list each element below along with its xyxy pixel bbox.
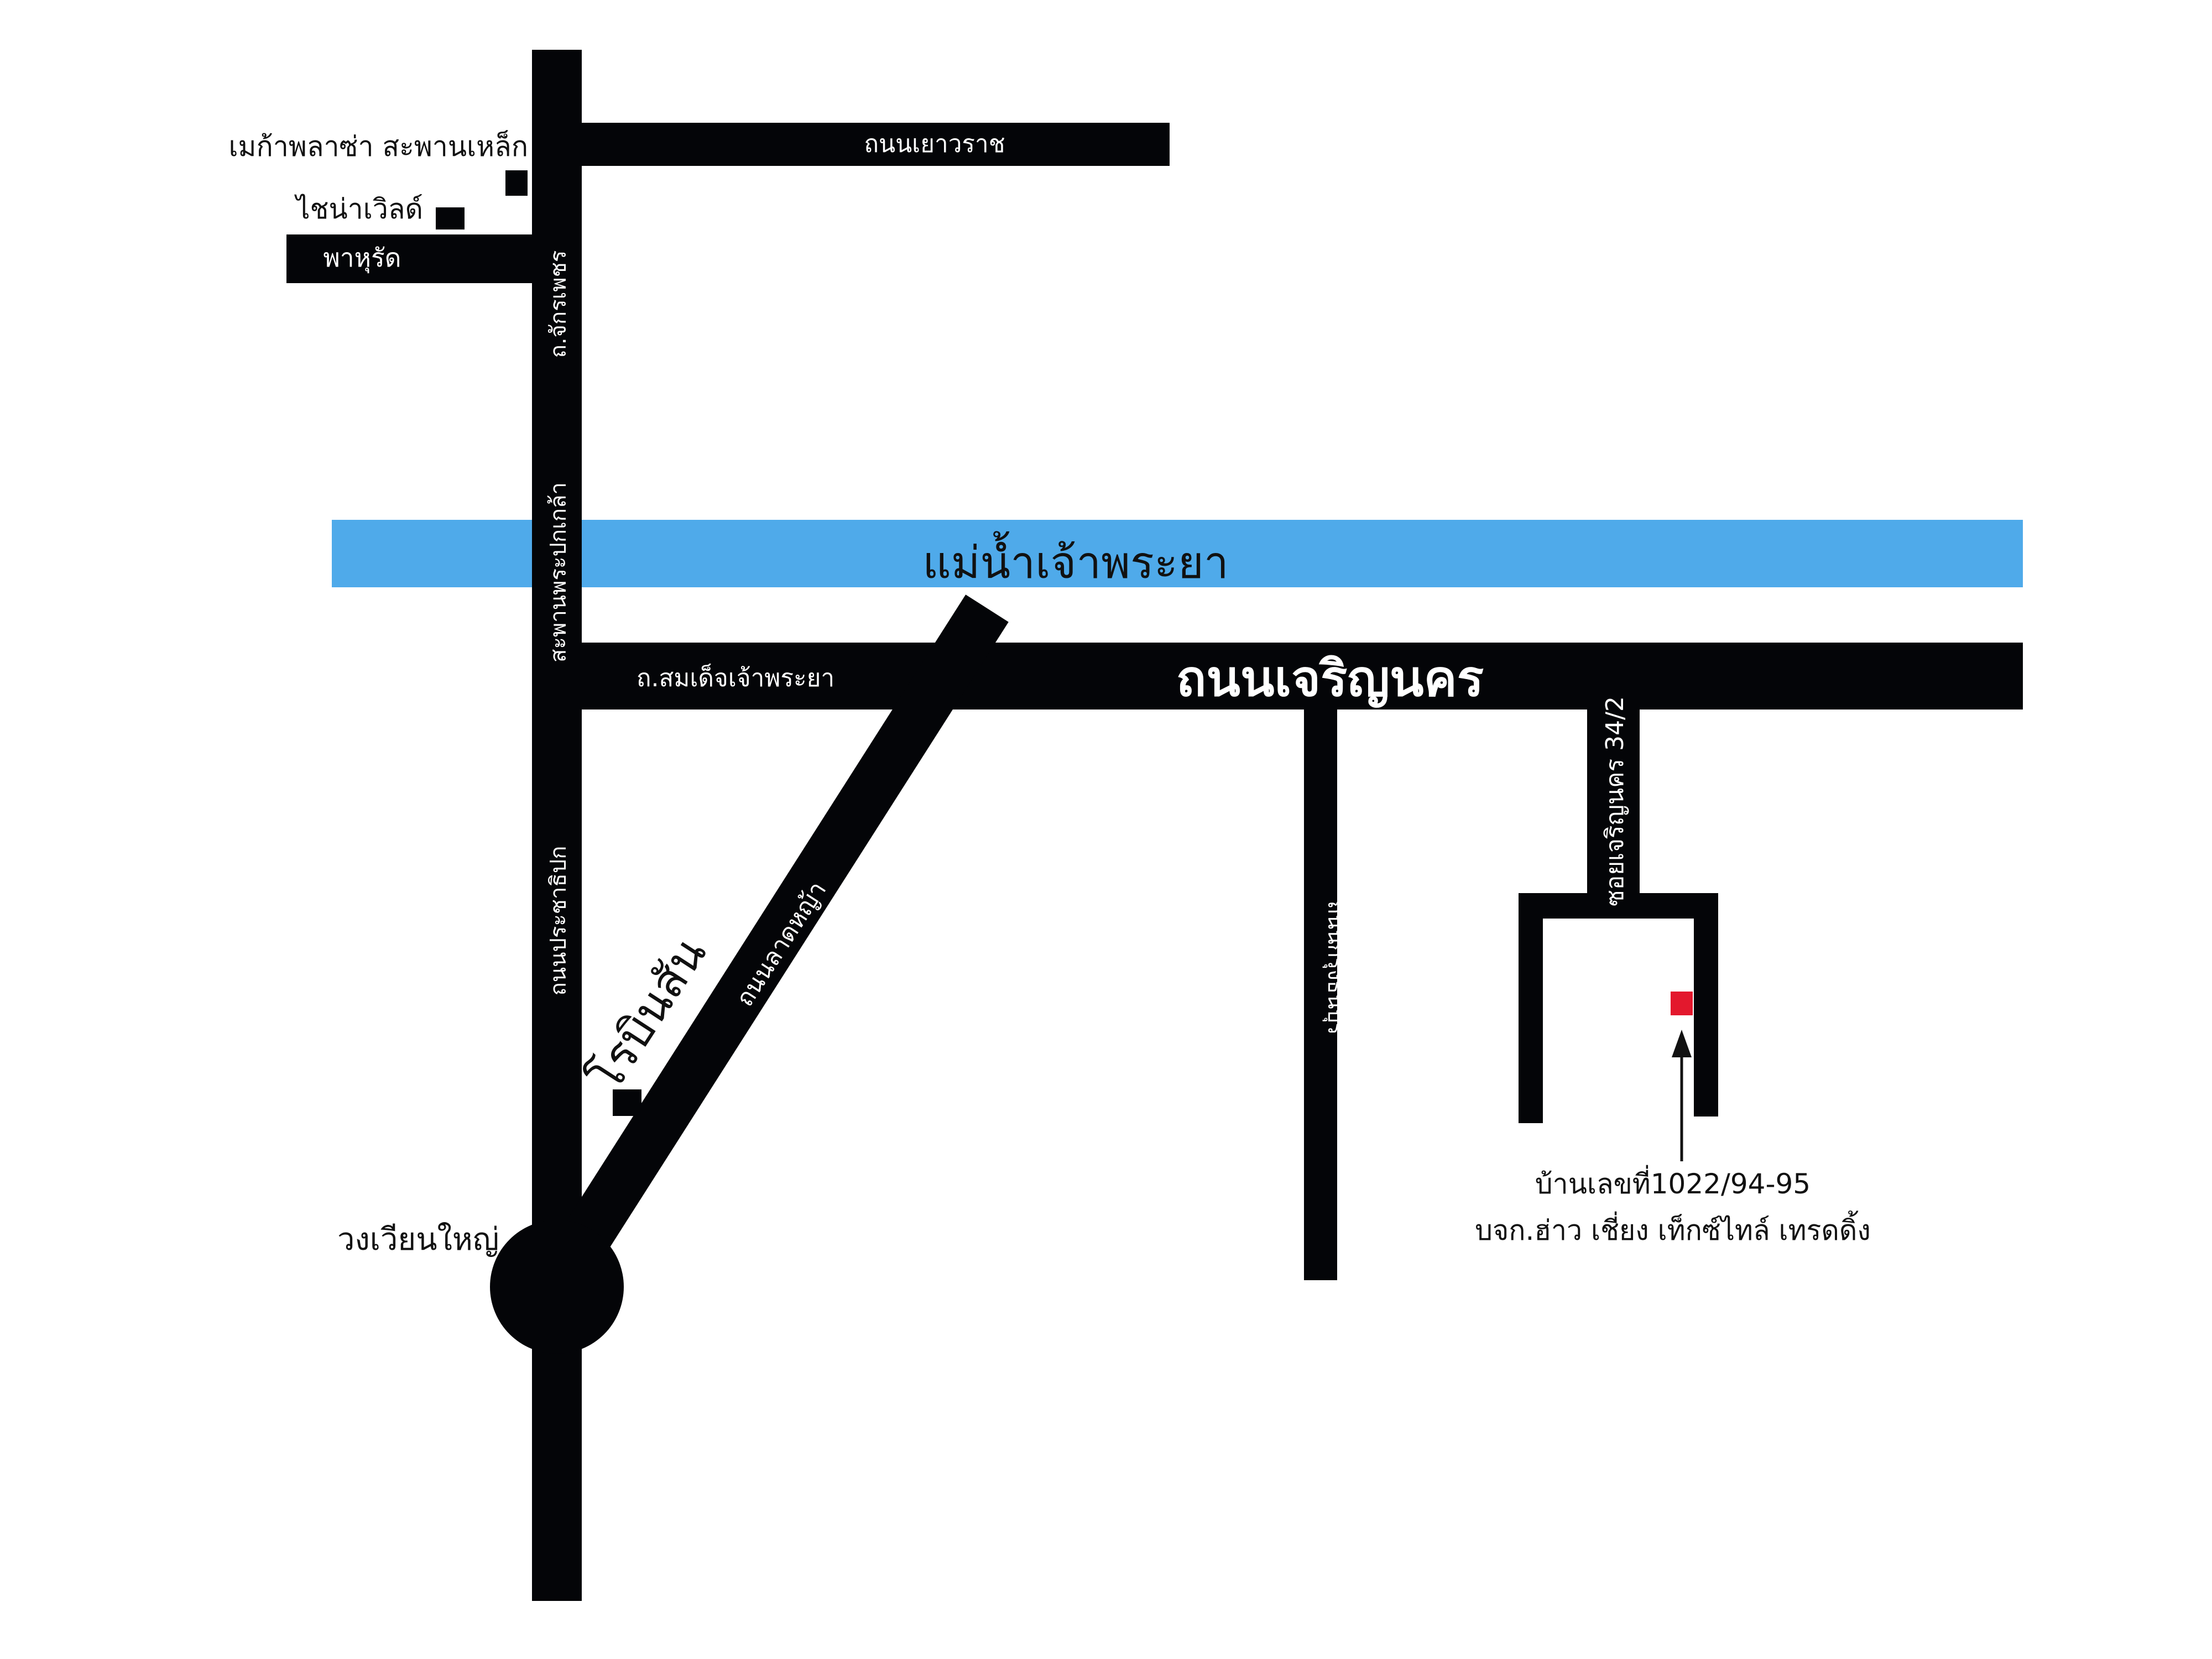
- arrow-up-icon: [1672, 1030, 1692, 1057]
- destination-marker-icon: [1671, 992, 1693, 1015]
- label-china-world: ไชน่าเวิลด์: [294, 193, 423, 225]
- road-lat-ya: [542, 594, 1009, 1286]
- soi-crossbar: [1519, 893, 1718, 919]
- label-house-number: บ้านเลขที่1022/94-95: [1535, 1165, 1811, 1200]
- road-soi-charoen-nakhon: [1587, 709, 1640, 893]
- road-pahurat: [286, 234, 532, 283]
- mega-plaza-marker-icon: [505, 170, 528, 196]
- robinson-marker-icon: [613, 1089, 641, 1116]
- road-krung-thonburi: [1304, 709, 1337, 1280]
- soi-right-branch: [1694, 919, 1718, 1117]
- label-wongwian-yai: วงเวียนใหญ่: [337, 1222, 499, 1258]
- label-chakkraphet: ถ.จักรเพชร: [546, 251, 571, 358]
- china-world-marker-icon: [436, 207, 465, 229]
- label-prachathipok: ถนนประชาธิปก: [546, 846, 571, 996]
- label-company: บจก.ฮ่าว เชี่ยง เท็กซ์ไทล์ เทรดดิ้ง: [1475, 1211, 1871, 1246]
- wongwian-yai-circle: [490, 1220, 624, 1354]
- road-yaowarat: [582, 123, 1170, 166]
- label-somdet-chao-phraya: ถ.สมเด็จเจ้าพระยา: [637, 664, 834, 692]
- label-soi-charoen-nakhon: ซอยเจริญนคร 34/2: [1601, 696, 1629, 906]
- soi-left-branch: [1519, 919, 1543, 1123]
- label-yaowarat: ถนนเยาวราช: [864, 130, 1005, 158]
- label-krung-thonburi: ถนนกรุงธนบุรี: [1322, 901, 1348, 1035]
- label-phra-pokklao-bridge: สะพานพระปกเกล้า: [546, 482, 571, 662]
- chao-phraya-river: [332, 520, 2023, 587]
- label-mega-plaza: เมก้าพลาซ่า สะพานเหล็ก: [228, 130, 528, 163]
- label-pahurat: พาหุรัด: [323, 243, 401, 274]
- label-chao-phraya-river: แม่น้ำเจ้าพระยา: [922, 531, 1229, 588]
- label-charoen-nakhon: ถนนเจริญนคร: [1176, 650, 1484, 708]
- road-charoen-nakhon: [582, 643, 2023, 709]
